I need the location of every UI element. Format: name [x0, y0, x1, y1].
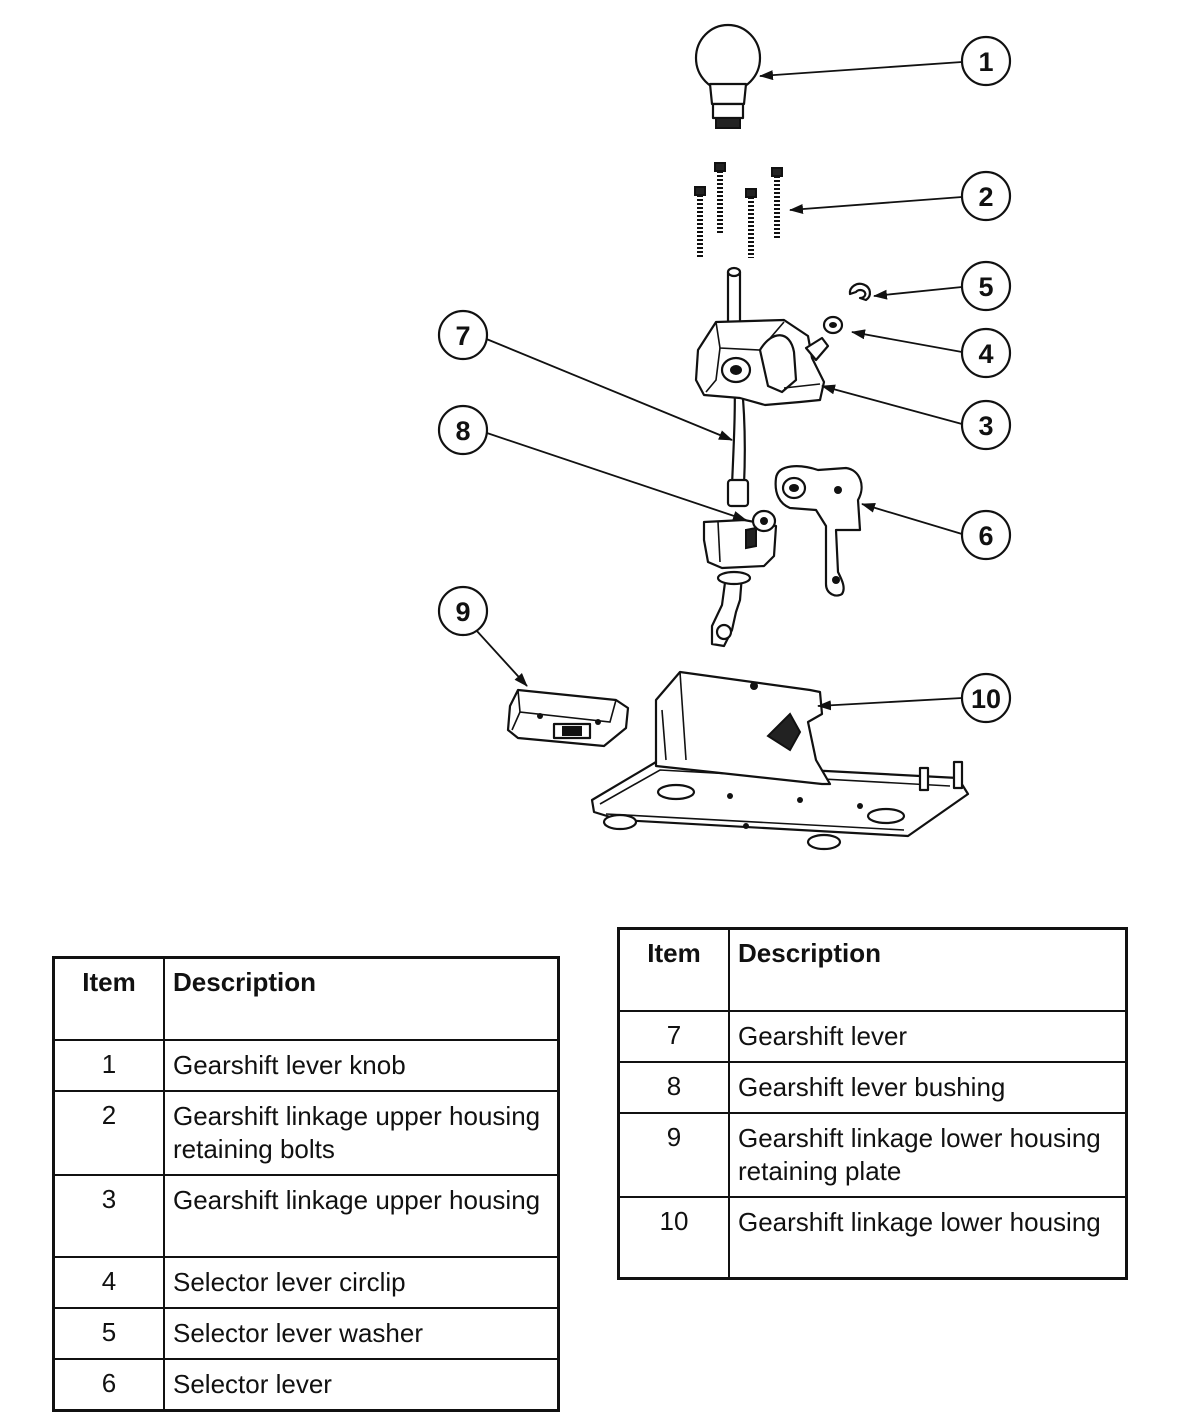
gearshift-linkage-upper-housing — [694, 318, 830, 407]
item-description: Gearshift lever bushing — [728, 1060, 1128, 1114]
callout-3: 3 — [960, 399, 1012, 451]
svg-text:9: 9 — [455, 597, 470, 627]
table-row: 7 Gearshift lever — [617, 1009, 1128, 1063]
callout-1: 1 — [960, 35, 1012, 87]
item-description: Gearshift linkage lower housing retainin… — [728, 1111, 1128, 1198]
table-row: 10 Gearshift linkage lower housing — [617, 1195, 1128, 1280]
item-number: 2 — [52, 1089, 165, 1176]
item-number: 8 — [617, 1060, 730, 1114]
item-description: Selector lever circlip — [163, 1255, 560, 1309]
callout-8: 8 — [437, 404, 489, 456]
retaining-bolts — [694, 162, 783, 258]
selector-lever — [774, 465, 863, 597]
header-item: Item — [52, 956, 165, 1041]
gearshift-lever-knob — [694, 23, 762, 129]
header-item: Item — [617, 927, 730, 1012]
item-number: 10 — [617, 1195, 730, 1280]
legend-header-row: Item Description — [617, 927, 1128, 1012]
item-number: 7 — [617, 1009, 730, 1063]
item-description: Gearshift lever — [728, 1009, 1128, 1063]
svg-text:2: 2 — [978, 182, 993, 212]
item-number: 9 — [617, 1111, 730, 1198]
item-number: 6 — [52, 1357, 165, 1411]
item-description: Selector lever — [163, 1357, 560, 1411]
table-row: 5 Selector lever washer — [52, 1306, 560, 1360]
callout-7: 7 — [437, 309, 489, 361]
svg-text:4: 4 — [978, 339, 993, 369]
svg-text:1: 1 — [978, 47, 993, 77]
table-row: 9 Gearshift linkage lower housing retain… — [617, 1111, 1128, 1198]
item-number: 4 — [52, 1255, 165, 1309]
callout-6: 6 — [960, 509, 1012, 561]
table-row: 1 Gearshift lever knob — [52, 1038, 560, 1092]
svg-text:5: 5 — [978, 272, 993, 302]
item-description: Gearshift linkage lower housing — [728, 1195, 1128, 1280]
item-number: 1 — [52, 1038, 165, 1092]
svg-text:10: 10 — [971, 684, 1001, 714]
item-number: 3 — [52, 1173, 165, 1258]
lower-housing-retaining-plate — [506, 688, 630, 748]
svg-text:6: 6 — [978, 521, 993, 551]
callout-10: 10 — [960, 672, 1012, 724]
callout-4: 4 — [960, 327, 1012, 379]
svg-text:3: 3 — [978, 411, 993, 441]
legend-table-right: Item Description 7 Gearshift lever 8 Gea… — [617, 927, 1128, 1280]
callout-2: 2 — [960, 170, 1012, 222]
item-number: 5 — [52, 1306, 165, 1360]
selector-lever-circlip — [822, 315, 844, 335]
item-description: Selector lever washer — [163, 1306, 560, 1360]
table-row: 8 Gearshift lever bushing — [617, 1060, 1128, 1114]
table-row: 3 Gearshift linkage upper housing — [52, 1173, 560, 1258]
header-description: Description — [163, 956, 560, 1041]
table-row: 6 Selector lever — [52, 1357, 560, 1411]
item-description: Gearshift linkage upper housing — [163, 1173, 560, 1258]
gearshift-linkage-lower-housing — [590, 670, 970, 851]
item-description: Gearshift linkage upper housing retainin… — [163, 1089, 560, 1176]
callout-9: 9 — [437, 585, 489, 637]
item-description: Gearshift lever knob — [163, 1038, 560, 1092]
legend-table-left: Item Description 1 Gearshift lever knob … — [52, 956, 560, 1412]
legend-header-row: Item Description — [52, 956, 560, 1041]
leader-lines — [475, 61, 963, 711]
svg-text:7: 7 — [455, 321, 470, 351]
svg-text:8: 8 — [455, 416, 470, 446]
selector-lever-washer — [848, 282, 871, 302]
table-row: 4 Selector lever circlip — [52, 1255, 560, 1309]
gearshift-lever-bushing — [702, 509, 778, 586]
callout-5: 5 — [960, 260, 1012, 312]
table-row: 2 Gearshift linkage upper housing retain… — [52, 1089, 560, 1176]
header-description: Description — [728, 927, 1128, 1012]
